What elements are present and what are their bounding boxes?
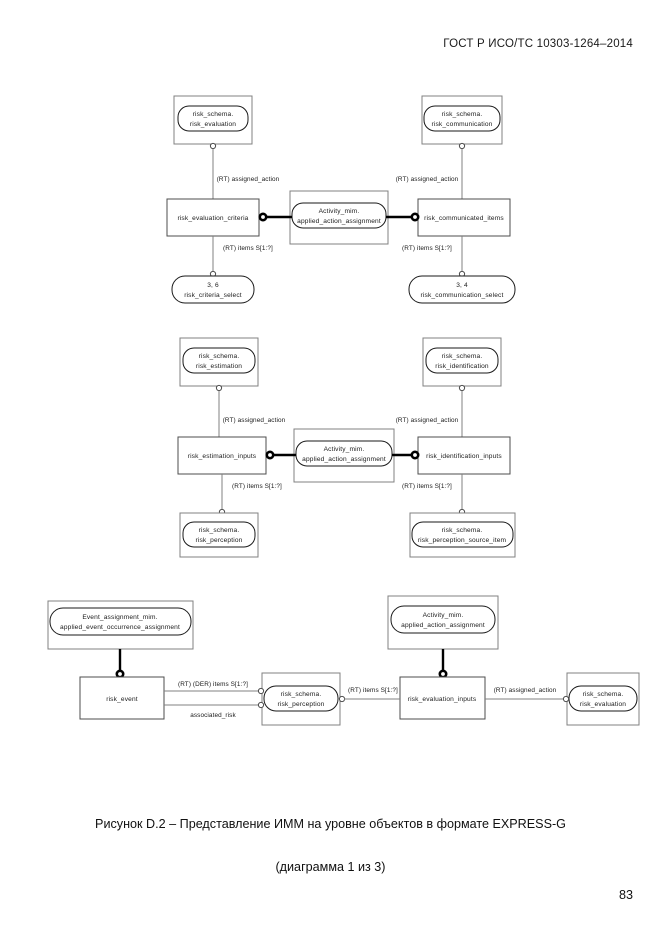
diagram-group-1: risk_schema. risk_evaluation risk_schema…	[166, 95, 516, 304]
g3-risk-evaluation-line1: risk_schema.	[583, 691, 624, 698]
g1-right-select-line2: risk_communication_select	[421, 292, 504, 299]
g3-associated-risk-label: associated_risk	[190, 712, 236, 719]
g2-right-top-connector-circle	[458, 384, 466, 392]
g3-risk-evaluation-line2: risk_evaluation	[580, 701, 626, 708]
g1-left-assigned-action-label: (RT) assigned_action	[217, 176, 280, 183]
g1-top-left-schema-line1: risk_schema.	[193, 111, 234, 118]
g1-left-relationship-ring	[258, 212, 268, 222]
g1-right-select-node	[408, 275, 516, 304]
g3-event-relationship-ring	[115, 669, 125, 679]
g2-bottom-right-schema-line1: risk_schema.	[442, 527, 483, 534]
g1-right-top-connector-circle	[458, 142, 466, 150]
g3-perception-items-circle	[338, 695, 346, 703]
g3-risk-perception-line1: risk_schema.	[281, 691, 322, 698]
g1-right-entity-box	[417, 198, 511, 237]
figure-caption-line2: (диаграмма 1 из 3)	[275, 860, 386, 874]
express-g-diagram-canvas: risk_schema. risk_evaluation risk_schema…	[47, 95, 640, 726]
document-header-standard-number: ГОСТ Р ИСО/ТС 10303-1264–2014	[443, 38, 633, 50]
g1-center-schema-line1: Activity_mim.	[319, 208, 360, 215]
g3-event-schema-line1: Event_assignment_mim.	[82, 614, 157, 621]
g1-left-select-line2: risk_criteria_select	[184, 292, 242, 299]
page-number: 83	[618, 888, 633, 902]
g3-perception-items-label: (RT) items S[1:?]	[348, 687, 398, 694]
diagram-group-3: Event_assignment_mim. applied_event_occu…	[47, 595, 640, 726]
g1-left-items-label: (RT) items S[1:?]	[223, 245, 273, 252]
g1-top-right-schema-line2: risk_communication	[432, 121, 493, 128]
g3-evaluation-assigned-action-circle	[562, 695, 570, 703]
g2-bottom-right-schema-line2: risk_perception_source_item	[418, 537, 507, 544]
g1-center-schema-line2: applied_action_assignment	[297, 218, 381, 225]
g1-right-relationship-ring	[410, 212, 420, 222]
g1-left-top-connector-circle	[209, 142, 217, 150]
g3-risk-event-box	[79, 676, 165, 720]
g3-risk-evaluation-inputs-label: risk_evaluation_inputs	[408, 696, 477, 703]
g2-right-entity-box	[417, 436, 511, 475]
g3-activity-schema-node	[390, 605, 496, 634]
g2-left-entity-label: risk_estimation_inputs	[188, 453, 257, 460]
g1-left-entity-label: risk_evaluation_criteria	[177, 215, 248, 222]
g1-right-assigned-action-label: (RT) assigned_action	[396, 176, 459, 183]
g2-bottom-right-node	[411, 521, 514, 548]
g1-right-items-label: (RT) items S[1:?]	[402, 245, 452, 252]
g2-top-right-node	[425, 347, 499, 374]
g2-bottom-left-node	[182, 521, 256, 548]
g2-center-schema-line1: Activity_mim.	[324, 446, 365, 453]
figure-caption-line1: Рисунок D.2 – Представление ИММ на уровн…	[95, 817, 566, 831]
g3-der-items-circle	[257, 687, 265, 695]
g3-activity-schema-line1: Activity_mim.	[423, 612, 464, 619]
g2-right-entity-label: risk_identification_inputs	[426, 453, 502, 460]
g1-top-right-schema-line1: risk_schema.	[442, 111, 483, 118]
g1-center-node	[291, 202, 387, 229]
g2-top-left-schema-line2: risk_estimation	[196, 363, 242, 370]
g1-left-select-line1: 3, 6	[207, 282, 219, 289]
g2-right-assigned-action-label: (RT) assigned_action	[396, 417, 459, 424]
g3-risk-evaluation-inputs-box	[399, 676, 486, 720]
g2-top-left-node	[182, 347, 256, 374]
g1-top-left-node	[177, 105, 249, 132]
g3-risk-event-label: risk_event	[106, 696, 138, 703]
g2-bottom-left-schema-line1: risk_schema.	[199, 527, 240, 534]
g3-risk-perception-line2: risk_perception	[278, 701, 325, 708]
g2-left-assigned-action-label: (RT) assigned_action	[223, 417, 286, 424]
g2-top-left-schema-line1: risk_schema.	[199, 353, 240, 360]
g2-left-items-label: (RT) items S[1:?]	[232, 483, 282, 490]
g2-right-items-label: (RT) items S[1:?]	[402, 483, 452, 490]
g1-right-select-line1: 3, 4	[456, 282, 468, 289]
g2-bottom-left-schema-line2: risk_perception	[196, 537, 243, 544]
g3-associated-risk-circle	[257, 701, 265, 709]
g2-top-right-schema-line1: risk_schema.	[442, 353, 483, 360]
g3-der-items-label: (RT) (DER) items S[1:?]	[178, 681, 248, 688]
diagram-group-2: risk_schema. risk_estimation risk_schema…	[177, 337, 516, 558]
g2-left-relationship-ring	[265, 450, 275, 460]
g3-activity-relationship-ring	[438, 669, 448, 679]
express-g-diagram: risk_schema. risk_evaluation risk_schema…	[0, 88, 661, 758]
g3-event-schema-node	[49, 607, 192, 636]
g1-top-right-node	[423, 105, 501, 132]
g3-risk-perception-node	[263, 685, 339, 712]
g1-top-left-schema-line2: risk_evaluation	[190, 121, 236, 128]
g1-left-select-node	[171, 275, 255, 304]
g3-event-schema-line2: applied_event_occurrence_assignment	[60, 624, 180, 631]
g3-activity-schema-line2: applied_action_assignment	[401, 622, 485, 629]
g2-right-relationship-ring	[410, 450, 420, 460]
g2-top-right-schema-line2: risk_identification	[435, 363, 489, 370]
g2-left-top-connector-circle	[215, 384, 223, 392]
g2-center-node	[295, 440, 393, 467]
g2-center-schema-line2: applied_action_assignment	[302, 456, 386, 463]
g1-right-entity-label: risk_communicated_items	[424, 215, 504, 222]
g3-evaluation-assigned-action-label: (RT) assigned_action	[494, 687, 557, 694]
